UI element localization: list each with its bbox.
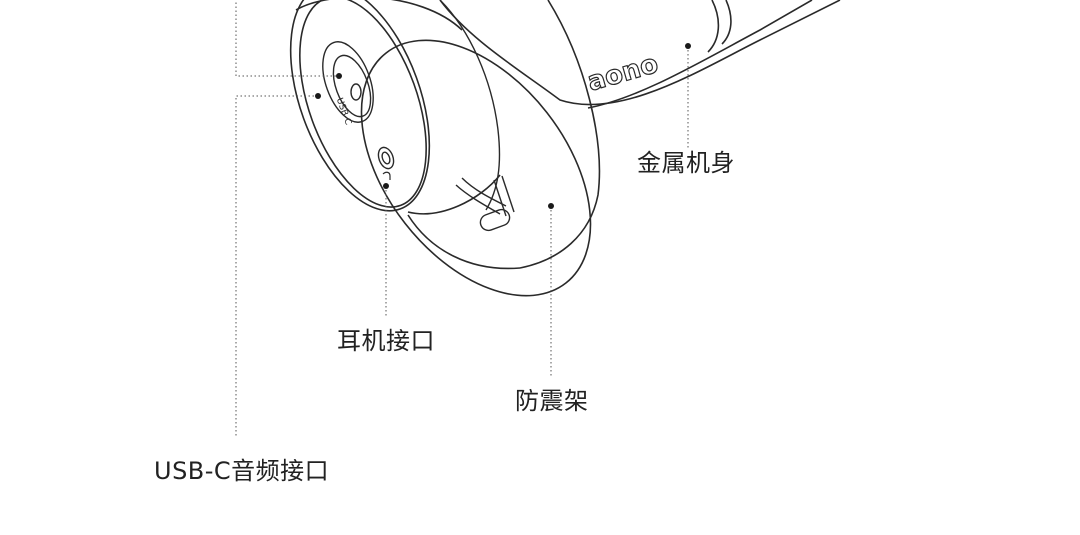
headphone-icon <box>382 171 391 180</box>
usbc-port-graphic <box>322 41 374 123</box>
metal-body-tube <box>439 0 841 109</box>
callout-label-usbc-audio-port: USB-C音频接口 <box>154 457 330 485</box>
callout-label-earphone-jack: 耳机接口 <box>337 327 435 355</box>
callout-label-metal-body: 金属机身 <box>637 149 735 177</box>
leader-lines <box>235 0 689 436</box>
leader-top-left <box>235 0 336 77</box>
shock-mount-clip <box>439 0 515 232</box>
capsule-front-face <box>289 0 501 215</box>
callout-label-shock-mount: 防震架 <box>515 387 589 415</box>
shock-mount-ring <box>360 0 601 297</box>
leader-usbc <box>235 95 318 436</box>
brand-logo-text: aono <box>584 49 661 98</box>
leader-dots <box>315 43 691 209</box>
earphone-jack-graphic <box>377 146 395 170</box>
